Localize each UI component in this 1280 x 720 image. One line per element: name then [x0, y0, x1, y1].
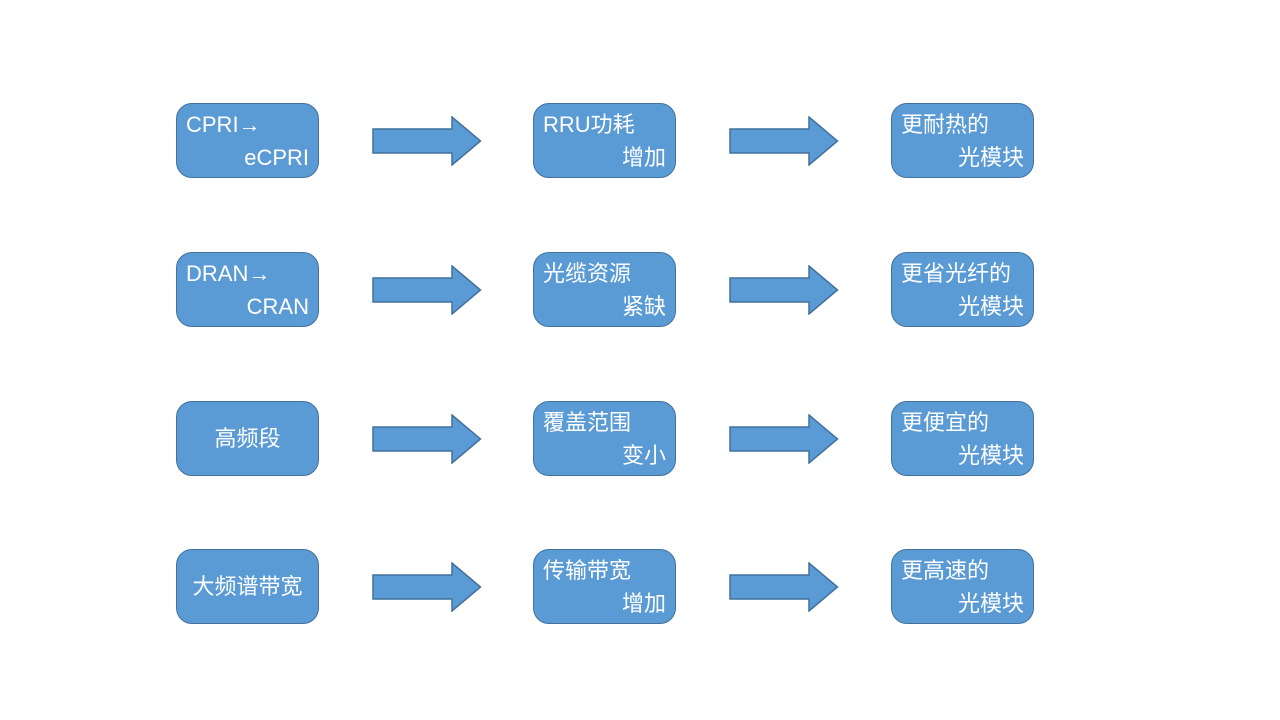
- box-text-line2: 变小: [621, 442, 666, 468]
- effect-box: 传输带宽 增加: [533, 549, 676, 624]
- right-arrow-icon: [729, 562, 839, 612]
- box-text-line2: CRAN: [246, 293, 309, 319]
- flow-row-3: 高频段 覆盖范围 变小 更便宜的 光模块: [0, 401, 1280, 476]
- box-text-line2: 光模块: [957, 144, 1024, 170]
- box-text-line2: 增加: [621, 144, 666, 170]
- cause-box: DRAN→ CRAN: [176, 252, 319, 327]
- right-arrow-icon: [372, 414, 482, 464]
- box-text-line2: 增加: [621, 590, 666, 616]
- right-arrow-icon: [372, 562, 482, 612]
- result-box: 更便宜的 光模块: [891, 401, 1034, 476]
- flow-row-1: CPRI→ eCPRI RRU功耗 增加 更耐热的 光模块: [0, 103, 1280, 178]
- result-box: 更省光纤的 光模块: [891, 252, 1034, 327]
- effect-box: 光缆资源 紧缺: [533, 252, 676, 327]
- box-text-line1: 覆盖范围: [543, 409, 632, 435]
- right-arrow-icon: [372, 116, 482, 166]
- right-arrow-icon: [729, 414, 839, 464]
- box-text-line2: 光模块: [957, 590, 1024, 616]
- box-text-line2: 紧缺: [621, 293, 666, 319]
- flow-row-2: DRAN→ CRAN 光缆资源 紧缺 更省光纤的 光模块: [0, 252, 1280, 327]
- box-text-line1: 更耐热的: [901, 111, 990, 137]
- cause-box: 高频段: [176, 401, 319, 476]
- box-text-line1: 更便宜的: [901, 409, 990, 435]
- flow-row-4: 大频谱带宽 传输带宽 增加 更高速的 光模块: [0, 549, 1280, 624]
- result-box: 更耐热的 光模块: [891, 103, 1034, 178]
- right-arrow-icon: [372, 265, 482, 315]
- result-box: 更高速的 光模块: [891, 549, 1034, 624]
- box-text-line2: eCPRI: [244, 144, 309, 170]
- box-text-line2: 光模块: [957, 293, 1024, 319]
- box-text-line2: 光模块: [957, 442, 1024, 468]
- box-text-line1: 更省光纤的: [901, 260, 1012, 286]
- effect-box: 覆盖范围 变小: [533, 401, 676, 476]
- cause-box: 大频谱带宽: [176, 549, 319, 624]
- box-text-line1: 传输带宽: [543, 557, 632, 583]
- box-text-line1: 光缆资源: [543, 260, 632, 286]
- box-text-line1: CPRI→: [186, 111, 261, 137]
- box-text-line1: 更高速的: [901, 557, 990, 583]
- box-text-line1: RRU功耗: [543, 111, 635, 137]
- cause-box: CPRI→ eCPRI: [176, 103, 319, 178]
- right-arrow-icon: [729, 265, 839, 315]
- right-arrow-icon: [729, 116, 839, 166]
- box-text-line1: 高频段: [214, 426, 281, 451]
- effect-box: RRU功耗 增加: [533, 103, 676, 178]
- box-text-line1: 大频谱带宽: [192, 574, 303, 599]
- box-text-line1: DRAN→: [186, 260, 271, 286]
